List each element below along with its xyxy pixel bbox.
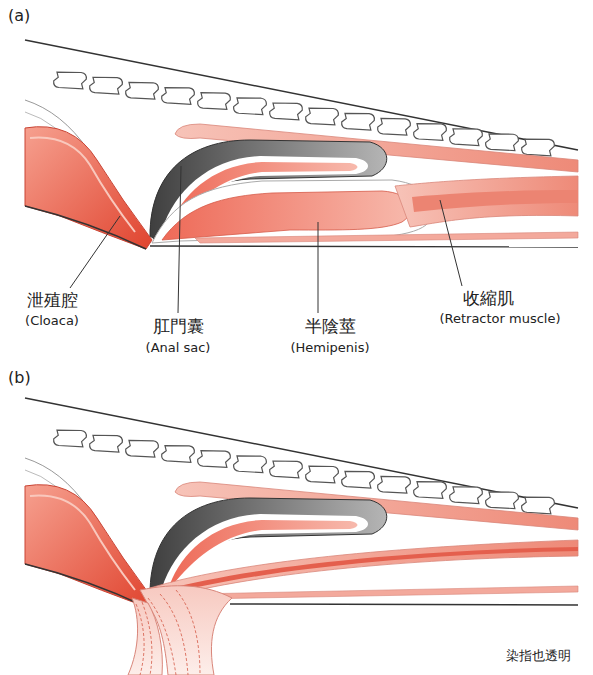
body-outline bbox=[25, 206, 146, 249]
ventral-muscle bbox=[195, 232, 578, 243]
vertebra bbox=[89, 74, 123, 96]
vertebra bbox=[305, 105, 339, 127]
body-section bbox=[25, 40, 578, 249]
vertebra bbox=[269, 458, 303, 480]
vertebra bbox=[341, 110, 375, 132]
leader-line bbox=[318, 222, 319, 313]
everted-hemipenis-ridge bbox=[160, 594, 188, 675]
hemipenis-sheath bbox=[152, 180, 433, 243]
cloaca-fold bbox=[30, 496, 135, 590]
part-name-english: (Cloaca) bbox=[25, 313, 79, 329]
everted-hemipenis-ridge bbox=[148, 598, 176, 675]
hemipenis bbox=[162, 191, 412, 240]
vertebra bbox=[413, 120, 447, 142]
vertebra bbox=[341, 468, 375, 490]
leader-line bbox=[178, 166, 181, 313]
body-section bbox=[25, 398, 578, 675]
body-outline bbox=[150, 246, 578, 247]
part-name: 半陰莖 bbox=[305, 316, 356, 336]
vertebra bbox=[305, 463, 339, 485]
part-name: 肛門囊 bbox=[153, 316, 204, 336]
ventral-muscle bbox=[195, 586, 578, 599]
vertebra bbox=[53, 69, 87, 91]
vertebra bbox=[197, 447, 231, 469]
vertebra bbox=[233, 95, 267, 117]
retractor-muscle bbox=[395, 176, 578, 227]
vertebra bbox=[377, 115, 411, 137]
retractor-muscle-core bbox=[412, 190, 578, 212]
vertebra bbox=[413, 478, 447, 500]
vertebra bbox=[485, 131, 519, 153]
vertebra bbox=[485, 489, 519, 511]
part-name: 收縮肌 bbox=[463, 288, 514, 308]
panel-letter: (a) bbox=[8, 6, 30, 25]
vertebra bbox=[233, 453, 267, 475]
retractor-muscle bbox=[150, 540, 578, 598]
vertebra bbox=[53, 427, 87, 449]
cloaca-shape bbox=[25, 485, 152, 607]
vertebra bbox=[377, 473, 411, 495]
part-name: 泄殖腔 bbox=[27, 290, 78, 310]
vertebra bbox=[125, 79, 159, 101]
part-name-english: (Anal sac) bbox=[146, 340, 211, 356]
vertebra bbox=[161, 84, 195, 106]
leader-line bbox=[70, 216, 120, 288]
vertebra bbox=[125, 437, 159, 459]
vertebra bbox=[269, 100, 303, 122]
vertebra bbox=[449, 483, 483, 505]
part-name-english: (Hemipenis) bbox=[290, 340, 369, 356]
vertebra bbox=[89, 432, 123, 454]
cloaca-shape bbox=[25, 127, 152, 249]
everted-hemipenis bbox=[128, 598, 162, 675]
everted-hemipenis-ridge bbox=[176, 590, 200, 675]
body-outline bbox=[25, 564, 146, 607]
panel-letter: (b) bbox=[8, 368, 31, 387]
everted-hemipenis-ridge bbox=[142, 602, 152, 675]
vertebra bbox=[161, 442, 195, 464]
vertebra bbox=[197, 89, 231, 111]
vertebra bbox=[449, 125, 483, 147]
watermark: 染指也透明 bbox=[506, 648, 571, 664]
leader-line bbox=[440, 200, 462, 286]
body-outline bbox=[230, 604, 578, 605]
everted-hemipenis-ridge bbox=[136, 604, 144, 675]
part-name-english: (Retractor muscle) bbox=[439, 311, 560, 327]
